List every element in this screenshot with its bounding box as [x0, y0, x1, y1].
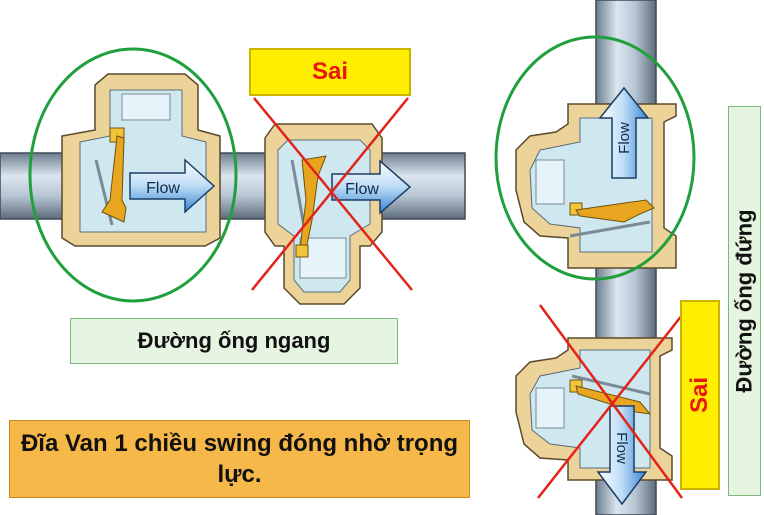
wrong-label-top: Sai: [249, 48, 411, 96]
correct-circle-vertical: [494, 35, 696, 281]
wrong-label-side-text: Sai: [686, 376, 713, 414]
vertical-valve-correct: [515, 103, 677, 269]
flow-arrow-2: Flow: [331, 159, 412, 215]
horizontal-pipe-label: Đường ống ngang: [70, 318, 398, 364]
correct-circle-horizontal: [28, 47, 238, 303]
vertical-pipe-label-text: Đường ống đứng: [731, 209, 757, 393]
flow-arrow-4: Flow: [596, 405, 648, 506]
flow-label-4: Flow: [613, 432, 630, 464]
flow-label-2: Flow: [345, 181, 379, 198]
wrong-cross-horizontal: [251, 97, 413, 291]
caption-box: Đĩa Van 1 chiều swing đóng nhờ trọng lực…: [9, 420, 470, 498]
wrong-cross-vertical: [537, 304, 691, 499]
flow-label-1: Flow: [146, 180, 180, 197]
flow-arrow-1: Flow: [129, 158, 216, 214]
wrong-label-side: Sai: [680, 300, 720, 490]
vertical-pipe-label: Đường ống đứng: [728, 106, 761, 496]
flow-label-3: Flow: [616, 122, 633, 154]
flow-arrow-3: Flow: [598, 86, 650, 179]
horizontal-valve-correct: [61, 73, 221, 247]
